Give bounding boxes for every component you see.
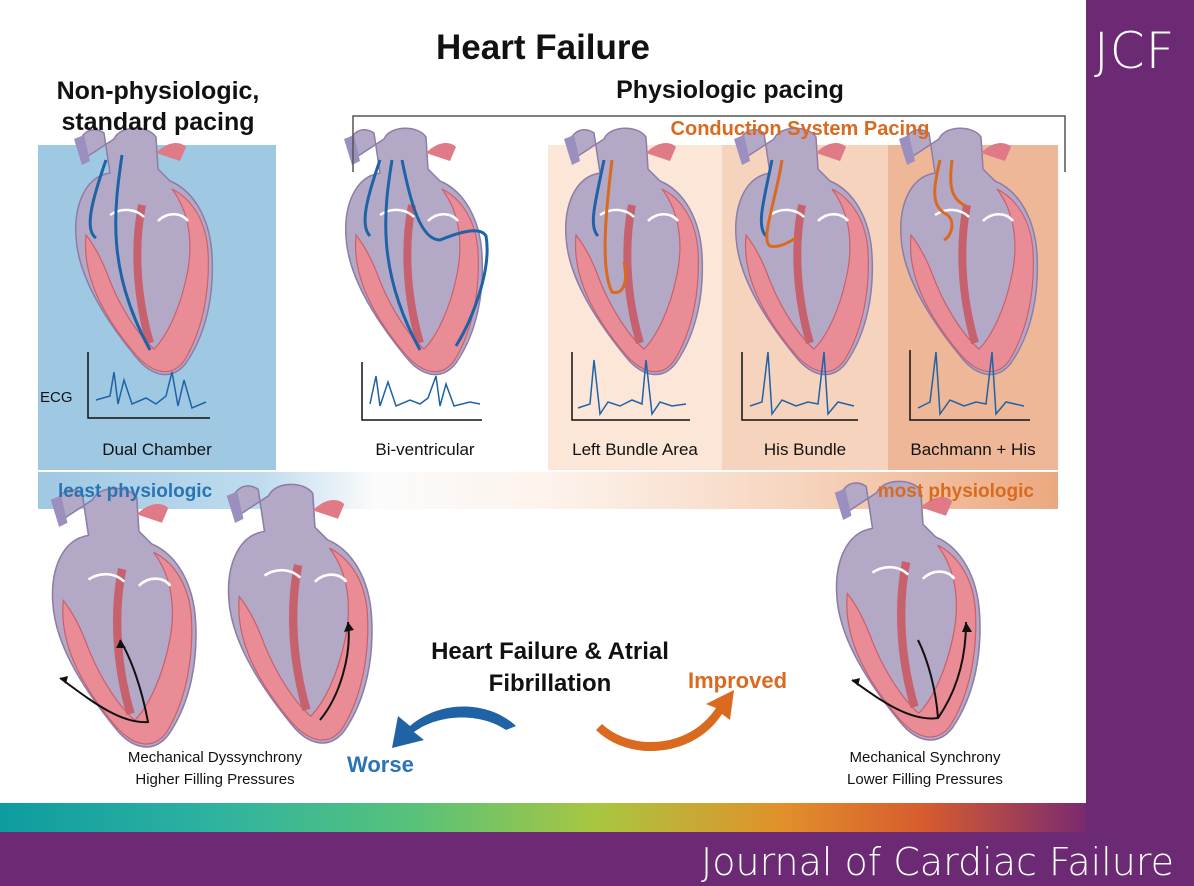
journal-name: Journal of Cardiac Failure (701, 840, 1174, 884)
caption-synchrony: Mechanical Synchrony Lower Filling Press… (815, 747, 1035, 791)
non-physiologic-heading: Non-physiologic, standard pacing (56, 77, 260, 136)
caption-synchrony-line1: Mechanical Synchrony (849, 749, 1001, 766)
caption-dyssynchrony-line1: Mechanical Dyssynchrony (127, 749, 303, 766)
heart-synchrony (835, 481, 980, 740)
label-dual-chamber: Dual Chamber (102, 440, 212, 459)
label-bi-ventricular: Bi-ventricular (375, 440, 475, 459)
most-physiologic-label: most physiologic (877, 481, 1034, 502)
brand-sidebar (1086, 0, 1194, 886)
physiologic-bracket (352, 115, 1066, 172)
hf-af-label: Heart Failure & Atrial Fibrillation (431, 638, 669, 697)
heart-left-bundle-area (564, 128, 702, 374)
least-physiologic-label: least physiologic (58, 481, 213, 502)
ecg-left-bundle-area (571, 352, 690, 421)
label-his-bundle: His Bundle (763, 440, 847, 459)
ecg-dual-chamber (87, 352, 210, 419)
physiologic-heading: Physiologic pacing (616, 76, 844, 104)
label-left-bundle-area: Left Bundle Area (572, 440, 698, 459)
heart-dual-chamber (74, 128, 212, 374)
improved-label: Improved (688, 668, 788, 693)
worse-label: Worse (347, 752, 414, 777)
heart-bi-ventricular (344, 128, 489, 374)
bottom-band (0, 832, 1194, 886)
caption-dyssynchrony: Mechanical Dyssynchrony Higher Filling P… (110, 747, 320, 791)
gradient-stripe (0, 803, 1086, 832)
ecg-bachmann-his (909, 350, 1030, 421)
worse-arrow (392, 706, 516, 748)
heart-dyssynchrony-1 (51, 488, 196, 747)
label-bachmann-his: Bachmann + His (910, 440, 1036, 459)
ecg-his-bundle (741, 351, 858, 421)
main-title: Heart Failure (436, 28, 650, 67)
ecg-label: ECG (40, 389, 73, 406)
conduction-system-heading: Conduction System Pacing (670, 118, 930, 140)
heart-bachmann-his (899, 128, 1037, 374)
heart-his-bundle (734, 128, 872, 374)
caption-dyssynchrony-line2: Higher Filling Pressures (135, 771, 295, 788)
heart-dyssynchrony-2 (227, 484, 372, 743)
journal-logo: JCF (1094, 22, 1176, 80)
illustration-layer (0, 115, 1066, 803)
caption-synchrony-line2: Lower Filling Pressures (847, 771, 1003, 788)
ecg-bi-ventricular (361, 362, 482, 421)
improved-arrow (596, 690, 734, 751)
